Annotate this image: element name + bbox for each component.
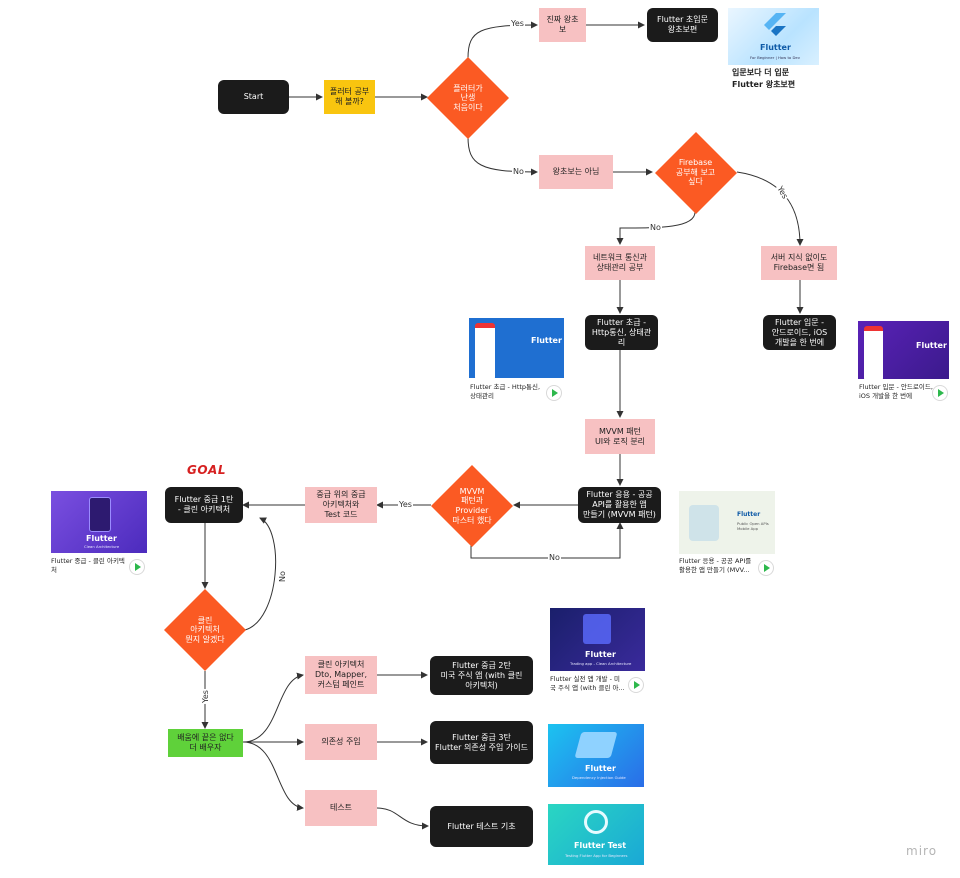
thumb-di-title: Flutter xyxy=(585,764,616,773)
flutter-logo-icon xyxy=(764,13,786,36)
play-public-icon[interactable] xyxy=(759,561,773,575)
thumb-public-api[interactable]: Flutter Public Open APIs Mobile App xyxy=(679,491,775,554)
thumb-test[interactable]: Flutter Test Testing Flutter App for Beg… xyxy=(548,804,644,865)
phone-mockup-icon xyxy=(689,505,719,541)
edge-label-no-2: No xyxy=(649,223,662,232)
edge-firebase-no xyxy=(616,211,696,245)
thumb-basic-title: Flutter xyxy=(531,336,562,345)
magnifier-icon xyxy=(584,810,608,834)
edge-clean-no xyxy=(244,517,277,631)
caption-clean: Flutter 중급 - 클린 아키텍 처 xyxy=(51,557,125,575)
flutter-applied-node[interactable]: Flutter 응용 - 공공 API를 활용한 앱 만들기 (MVVM 패턴) xyxy=(578,487,661,523)
start-node[interactable]: Start xyxy=(218,80,289,114)
flutter-android-ios-node[interactable]: Flutter 입문 - 안드로이드, iOS 개발을 한 번에 xyxy=(763,315,836,350)
firebase-text: Firebase 공부해 보고 싶다 xyxy=(675,158,716,187)
mvvm-master-text: MVVM 패턴과 Provider 마스터 했다 xyxy=(452,486,492,525)
clean-arch-detail-node[interactable]: 클린 아키텍처 Dto, Mapper, 커스텀 페인트 xyxy=(305,656,377,694)
thumb-clean-sub: Clean Architecture xyxy=(84,544,120,549)
thumb-android-ios[interactable]: Flutter xyxy=(858,321,949,379)
thumb-di-sub: Dependency Injection Guide xyxy=(572,775,626,780)
phone-mockup-icon xyxy=(475,323,495,378)
edge-label-yes-1: Yes xyxy=(510,19,525,28)
caption-android-ios: Flutter 입문 - 안드로이드, iOS 개발을 한 번에 xyxy=(859,383,933,401)
phone-mockup-icon xyxy=(864,326,883,379)
thumb-di[interactable]: Flutter Dependency Injection Guide xyxy=(548,724,644,787)
edge-firebase-yes xyxy=(736,171,804,246)
chart-device-icon xyxy=(583,614,611,644)
play-android-icon[interactable] xyxy=(933,386,947,400)
edge-first-yes xyxy=(467,21,538,59)
thumb-basic[interactable]: Flutter xyxy=(469,318,564,378)
mvvm-master-decision[interactable]: MVVM 패턴과 Provider 마스터 했다 xyxy=(430,464,514,548)
caption-intro: 입문보다 더 입문 Flutter 왕초보편 xyxy=(732,68,796,89)
miro-watermark: miro xyxy=(906,844,938,858)
caption-public-api: Flutter 응용 - 공공 API를 활용한 앱 만들기 (MVV... xyxy=(679,557,752,575)
thumb-public-title: Flutter xyxy=(737,511,761,518)
thumb-beginner-sub: For Beginner | How to Dev xyxy=(750,55,800,60)
firebase-decision[interactable]: Firebase 공부해 보고 싶다 xyxy=(654,131,737,214)
real-beginner-node[interactable]: 진짜 왕초보 xyxy=(539,8,586,42)
edge-label-no-1: No xyxy=(512,167,525,176)
caption-basic: Flutter 초급 - Http통신, 상태관리 xyxy=(470,383,541,401)
play-basic-icon[interactable] xyxy=(547,386,561,400)
first-time-text: 플러터가 난생 처음이다 xyxy=(453,83,483,112)
test-node[interactable]: 테스트 xyxy=(305,790,377,826)
edge-label-yes-3: Yes xyxy=(398,500,413,509)
flutter-basic-node[interactable]: Flutter 초급 - Http통신, 상태관리 xyxy=(585,315,658,350)
not-beginner-node[interactable]: 왕초보는 아님 xyxy=(539,155,613,189)
thumb-test-sub: Testing Flutter App for Beginners xyxy=(565,853,628,858)
mvvm-pattern-node[interactable]: MVVM 패턴 UI와 로직 분리 xyxy=(585,419,655,454)
edge-label-yes-4: Yes xyxy=(200,689,210,704)
thumb-test-title: Flutter Test xyxy=(574,841,627,850)
thumb-android-title: Flutter xyxy=(916,341,947,350)
flutter-intro-node[interactable]: Flutter 초입문 왕초보편 xyxy=(647,8,718,42)
no-server-node[interactable]: 서버 지식 없이도 Firebase면 됨 xyxy=(761,246,837,280)
play-trading-icon[interactable] xyxy=(629,678,643,692)
network-state-node[interactable]: 네트워크 통신과 상태관리 공부 xyxy=(585,246,655,280)
intermediate-plus-node[interactable]: 중급 위의 중급 아키텍처와 Test 코드 xyxy=(305,487,377,523)
phone-mockup-icon xyxy=(89,497,111,532)
flutter-inter2-node[interactable]: Flutter 중급 2탄 미국 주식 앱 (with 클린 아키텍처) xyxy=(430,656,533,695)
flutter-test-basic-node[interactable]: Flutter 테스트 기초 xyxy=(430,806,533,847)
thumb-clean-title: Flutter xyxy=(86,534,117,543)
thumb-beginner[interactable]: Flutter For Beginner | How to Dev xyxy=(728,8,819,65)
clean-arch-text: 클린 아키텍처 뭔지 알겠다 xyxy=(185,615,225,644)
edge-label-no-3: No xyxy=(548,553,561,562)
flutter-study-node[interactable]: 플러터 공부 해 볼까? xyxy=(324,80,375,114)
keep-learning-node[interactable]: 배움에 끝은 없다 더 배우자 xyxy=(168,729,243,757)
di-node[interactable]: 의존성 주입 xyxy=(305,724,377,760)
clean-arch-decision[interactable]: 클린 아키텍처 뭔지 알겠다 xyxy=(163,588,247,672)
thumb-public-sub: Public Open APIs Mobile App xyxy=(737,521,769,531)
edge-label-no-4: No xyxy=(277,570,287,583)
thumb-clean[interactable]: Flutter Clean Architecture xyxy=(51,491,147,553)
edge-learn-test xyxy=(242,741,304,811)
thumb-trading-sub: Trading app - Clean Architecture xyxy=(570,661,632,666)
device-stack-icon xyxy=(574,732,618,758)
flutter-inter1-node[interactable]: Flutter 중급 1탄 - 클린 아키텍처 xyxy=(165,487,243,523)
thumb-trading[interactable]: Flutter Trading app - Clean Architecture xyxy=(550,608,645,671)
edge-master-no xyxy=(470,522,624,559)
edge-first-no xyxy=(467,136,538,176)
edge-learn-detail xyxy=(242,672,304,743)
edge-test-basic xyxy=(376,807,429,830)
thumb-beginner-title: Flutter xyxy=(760,43,791,52)
first-time-decision[interactable]: 플러터가 난생 처음이다 xyxy=(426,56,510,140)
caption-trading: Flutter 실전 앱 개발 - 미 국 주식 앱 (with 클린 아... xyxy=(550,675,625,693)
goal-badge: GOAL xyxy=(187,463,226,477)
thumb-trading-title: Flutter xyxy=(585,650,616,659)
play-clean-icon[interactable] xyxy=(130,560,144,574)
flutter-inter3-node[interactable]: Flutter 중급 3탄 Flutter 의존성 주입 가이드 xyxy=(430,721,533,764)
